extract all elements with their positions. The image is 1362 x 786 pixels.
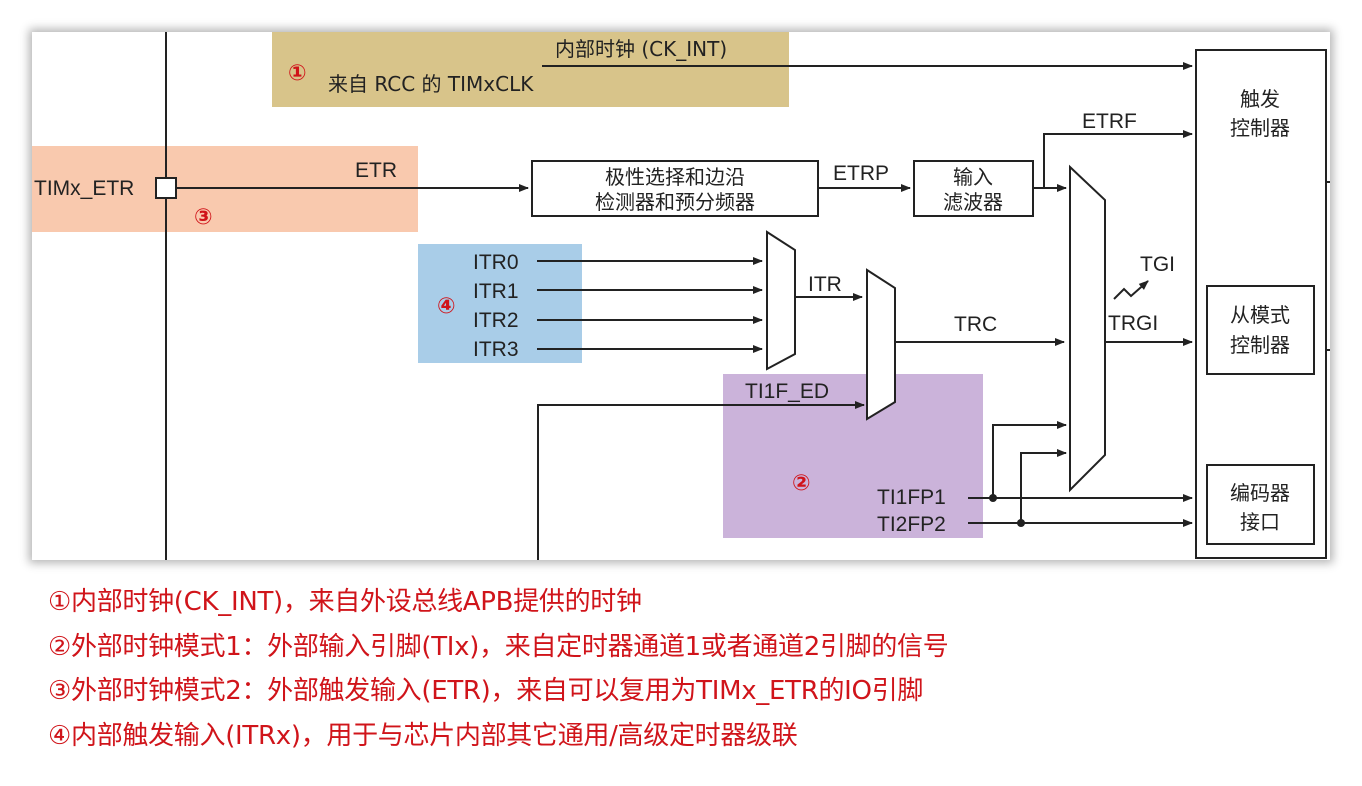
caption-line-3: ③外部时钟模式2：外部触发输入(ETR)，来自可以复用为TIMx_ETR的IO引…: [48, 676, 924, 706]
badge-1: ①: [288, 61, 307, 86]
tgi-arrow: [1113, 280, 1149, 300]
ti1fp1-junction: [989, 494, 997, 502]
slave-ctrl-block: [1206, 285, 1315, 375]
region-itr: [418, 244, 582, 363]
trc-label: TRC: [954, 313, 997, 336]
etr-pin-box: [155, 177, 177, 199]
filter-label-1: 输入: [953, 165, 993, 189]
tgi-label: TGI: [1140, 253, 1175, 276]
encoder-label-2: 接口: [1240, 510, 1280, 534]
slave-ctrl-label-1: 从模式: [1230, 303, 1290, 327]
ck-int-label: 内部时钟 (CK_INT): [555, 37, 727, 61]
polarity-label-1: 极性选择和边沿: [605, 165, 745, 189]
trgi-label: TRGI: [1108, 312, 1158, 335]
slave-ctrl-label-2: 控制器: [1230, 333, 1290, 357]
trigger-ctrl-label-1: 触发: [1240, 87, 1280, 111]
itr2-label: ITR2: [473, 309, 519, 332]
caption-line-1: ①内部时钟(CK_INT)，来自外设总线APB提供的时钟: [48, 587, 642, 617]
region-ti: [723, 374, 983, 538]
itr3-label: ITR3: [473, 338, 519, 361]
ti1f-ed-label: TI1F_ED: [745, 380, 829, 403]
polarity-label-2: 检测器和预分频器: [595, 190, 755, 214]
filter-block: [913, 160, 1034, 217]
itr-mux: [766, 230, 796, 371]
ti1fp1-to-mux-line: [992, 421, 1067, 498]
itr0-label: ITR0: [473, 251, 519, 274]
etr-pin-label: TIMx_ETR: [34, 177, 134, 200]
trc-mux: [866, 268, 896, 421]
caption-line-4: ④内部触发输入(ITRx)，用于与芯片内部其它通用/高级定时器级联: [48, 720, 798, 751]
badge-3: ③: [194, 205, 213, 230]
etr-label: ETR: [355, 159, 397, 182]
ti2fp2-junction: [1017, 519, 1025, 527]
clock-source-diagram: 内部时钟 (CK_INT) ① 来自 RCC 的 TIMxCLK TIMx_ET…: [32, 32, 1330, 560]
trigger-mux: [1069, 164, 1106, 493]
ti2fp2-to-mux-line: [1020, 449, 1067, 523]
region-internal-clock: [272, 32, 789, 107]
etrf-label: ETRF: [1082, 110, 1137, 133]
filter-label-2: 滤波器: [943, 190, 1003, 214]
diagram-canvas: 内部时钟 (CK_INT) ① 来自 RCC 的 TIMxCLK TIMx_ET…: [32, 32, 1330, 560]
encoder-label-1: 编码器: [1230, 481, 1290, 505]
ti1fp1-label: TI1FP1: [877, 486, 946, 509]
badge-2: ②: [792, 471, 811, 496]
caption-line-2: ②外部时钟模式1：外部输入引脚(TIx)，来自定时器通道1或者通道2引脚的信号: [48, 631, 949, 662]
itr1-label: ITR1: [473, 280, 519, 303]
ti2fp2-label: TI2FP2: [877, 513, 946, 536]
etrf-line: [1033, 130, 1193, 189]
polarity-block: [531, 160, 819, 217]
etrp-label: ETRP: [833, 162, 889, 185]
trigger-ctrl-label-2: 控制器: [1230, 116, 1290, 140]
rcc-source-label: 来自 RCC 的 TIMxCLK: [328, 72, 534, 96]
badge-4: ④: [437, 294, 456, 319]
ti1f-ed-line: [537, 401, 865, 560]
itr-label: ITR: [808, 273, 842, 296]
encoder-block: [1206, 464, 1315, 545]
caption: ①内部时钟(CK_INT)，来自外设总线APB提供的时钟 ②外部时钟模式1：外部…: [48, 584, 1338, 762]
